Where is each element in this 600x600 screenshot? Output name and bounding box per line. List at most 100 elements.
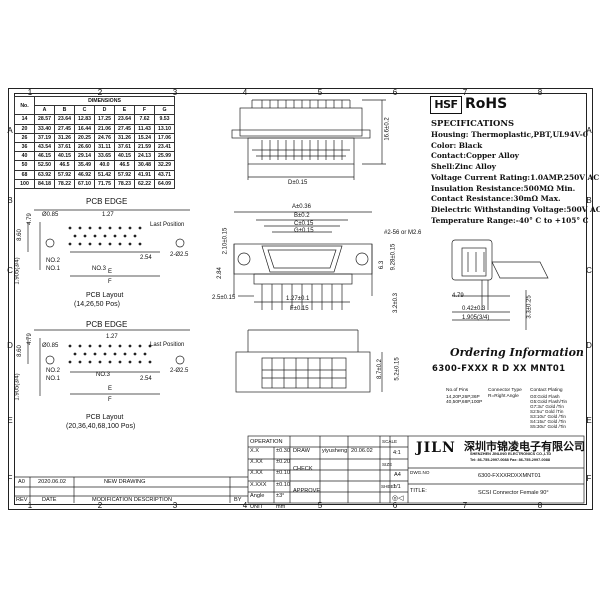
- spec-line: Contact Resistance:30mΩ Max.: [431, 194, 561, 204]
- tolerance-value: ±0.10: [276, 470, 290, 477]
- column-number-6: 6: [392, 88, 398, 97]
- pcb-bot-mount-holes: 2-Ø2.5: [170, 368, 189, 374]
- column-number-7: 7: [462, 501, 468, 510]
- row-letter-D: D: [586, 341, 592, 350]
- dim-side-4-79: 4.79: [452, 293, 464, 299]
- top-view: [231, 99, 386, 180]
- pcb-bot-1905: 1.905(3/4): [14, 373, 21, 401]
- pcb-edge-title-top: PCB EDGE: [86, 197, 128, 206]
- row-letter-E: E: [586, 416, 592, 425]
- dim-side-3-3: 3.3±0.25: [526, 295, 533, 319]
- pcb-layout-top: [27, 209, 190, 277]
- spec-line: Shell:Zinc Alloy: [431, 162, 496, 172]
- column-number-1: 1: [27, 88, 33, 97]
- title-block-lines: [14, 435, 585, 504]
- pcb-edge-title-bottom: PCB EDGE: [86, 320, 128, 329]
- pcb-top-254: 2.54: [140, 255, 152, 261]
- company-logo: JILN: [416, 440, 456, 456]
- company-name-cn: 深圳市锦凌电子有限公司: [464, 441, 585, 453]
- column-number-8: 8: [537, 88, 543, 97]
- pcb-top-860: 8.60: [16, 229, 23, 241]
- spec-line: Contact:Copper Alloy: [431, 151, 519, 161]
- pcb-bot-479: 4.79: [26, 333, 33, 345]
- specifications-title: SPECIFICATIONS: [431, 118, 515, 128]
- rev-header-date: DATE: [42, 497, 57, 503]
- ordering-note-pins-head: No.of Pins: [446, 388, 469, 393]
- column-number-8: 8: [537, 501, 543, 510]
- tb-size-label: SIZE: [382, 462, 393, 467]
- row-letter-A: A: [586, 126, 592, 135]
- row-letter-C: C: [586, 266, 592, 275]
- tolerance-range: X.XX: [250, 470, 263, 477]
- company-name-en: SHENZHEN JINLING ELECTRONICS CO.,LTD: [470, 452, 552, 456]
- pcb-top-no1: NO.1: [46, 266, 61, 272]
- rev-row-date: 2020.06.02: [38, 479, 66, 485]
- pcb-bot-f: F: [108, 397, 112, 403]
- row-letter-F: F: [586, 474, 592, 483]
- spec-line: Insulation Resistance:500MΩ Min.: [431, 183, 576, 193]
- pcb-bot-no1: NO.1: [46, 376, 61, 382]
- bottom-view: [235, 329, 383, 393]
- tb-dwg-label: DWG.NO: [410, 470, 430, 475]
- ordering-note-type-body: R=Right Angle: [488, 394, 519, 399]
- column-number-2: 2: [97, 501, 103, 510]
- dim-3-2: 3.2±0.3: [392, 293, 399, 313]
- column-number-3: 3: [172, 88, 178, 97]
- rev-header-rev: REV: [16, 497, 28, 503]
- tolerance-range: X.XXX: [250, 481, 267, 488]
- tb-title-label: TITLE:: [410, 488, 427, 494]
- dim-a: A±0.36: [292, 204, 311, 210]
- tolerance-range: X.X: [250, 448, 260, 454]
- pcb-bot-860: 8.60: [16, 345, 23, 357]
- pcb-top-last-position: Last Position: [150, 222, 185, 228]
- dim-5-2: 5.2±0.15: [394, 357, 401, 381]
- dim-2-5: 2.5±0.15: [212, 295, 236, 301]
- dims-cell: 32.29: [154, 160, 175, 171]
- dim-8-7: 8.7±0.2: [376, 359, 383, 379]
- dim-6-3: 6.3: [379, 260, 386, 270]
- pcb-top-no2: NO.2: [46, 258, 61, 264]
- tolerance-value: ±3°: [276, 492, 285, 499]
- tb-approve: APPROVE: [293, 488, 321, 494]
- pcb-top-mount-holes: 2-Ø2.5: [170, 252, 189, 258]
- pcb-bot-hole-dia: Ø0.85: [42, 343, 59, 349]
- spec-line: Housing: Thermoplastic,PBT,UL94V-0: [431, 130, 588, 139]
- pcb-bot-no2: NO.2: [46, 368, 61, 374]
- row-letter-D: D: [7, 341, 13, 350]
- pcb-bot-pitch: 1.27: [106, 334, 118, 340]
- spec-line: Color: Black: [431, 140, 483, 150]
- ordering-note-pins-body: 14,20P,26P,36P 40,50P,68P,100P: [446, 395, 483, 406]
- dim-side-1-905: 1.905(3/4): [462, 315, 490, 321]
- pcb-layout-bottom: [27, 329, 190, 396]
- pcb-layout-top-label: PCB Layout: [86, 292, 124, 299]
- row-letter-B: B: [586, 196, 592, 205]
- ordering-note-type-head: Connector Type: [488, 388, 522, 393]
- tolerance-value: ±0.30: [276, 448, 290, 454]
- tolerance-value: mm: [276, 504, 286, 510]
- dim-2-84: 2.84: [216, 267, 223, 279]
- tb-operation: OPERATION: [250, 439, 283, 445]
- pcb-top-1905: 1.905(3/4): [14, 257, 21, 285]
- pcb-layout-bottom-sub: (20,36,40,68,100 Pos): [66, 423, 136, 430]
- front-view: [233, 211, 373, 310]
- tb-draw: DRAW: [293, 448, 310, 454]
- pcb-layout-top-sub: (14,26,50 Pos): [74, 301, 120, 308]
- column-number-5: 5: [317, 501, 323, 510]
- dim-g: G±0.15: [294, 228, 314, 234]
- pcb-bot-e: E: [108, 386, 113, 392]
- tb-date: 20.06.02: [351, 448, 373, 454]
- tb-size: A4: [394, 472, 401, 478]
- row-letter-C: C: [7, 266, 13, 275]
- ordering-note-plating-body: G0:Gold Flash G5:Gold Flash/Tin G7:3u" G…: [530, 394, 568, 429]
- tb-dwg: 6300-FXXXRDXXMNT01: [478, 473, 541, 479]
- tb-title: SCSI Connector Female 90°: [478, 490, 549, 496]
- column-number-1: 1: [27, 501, 33, 510]
